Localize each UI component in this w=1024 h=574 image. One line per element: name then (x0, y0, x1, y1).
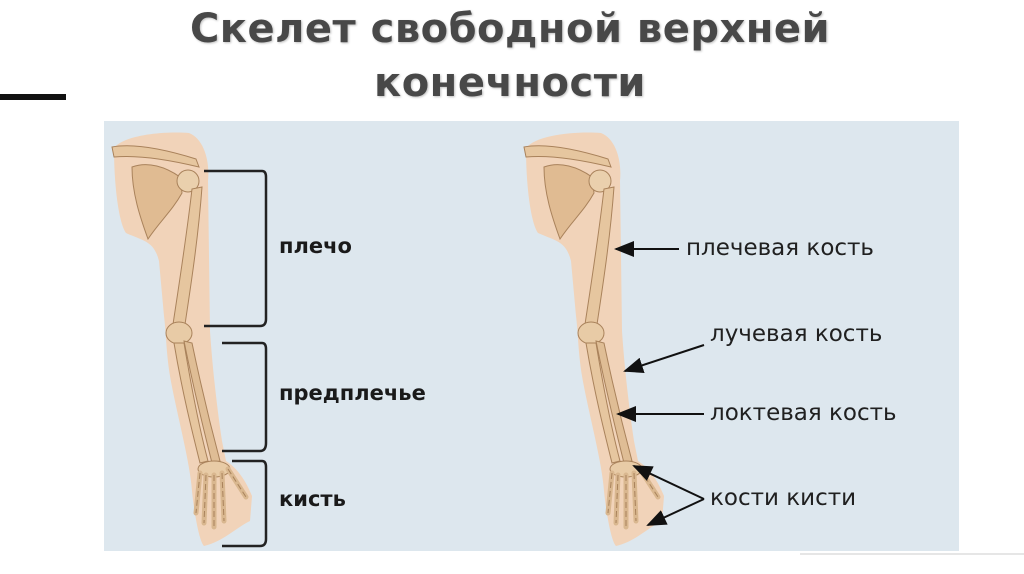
label-hand-bones: кости кисти (710, 485, 857, 511)
arrow-radius (623, 344, 705, 373)
arrow-hand-lower (646, 498, 705, 526)
right-arm-illustration (524, 133, 664, 546)
left-arm-illustration (112, 133, 252, 546)
slide-title: Скелет свободной верхней конечности (150, 0, 870, 110)
title-line-2: конечности (374, 60, 646, 106)
label-ulna: локтевая кость (710, 400, 897, 426)
label-humerus: плечевая кость (686, 235, 874, 261)
label-radius: лучевая кость (710, 321, 883, 347)
label-forearm: предплечье (279, 381, 426, 405)
bracket-shoulder (204, 169, 268, 328)
accent-bar (0, 94, 66, 100)
arm-skeleton-illustration (104, 121, 705, 551)
label-shoulder: плечо (279, 234, 352, 258)
label-hand: кисть (279, 487, 346, 511)
figure-panel: плечо предплечье кисть плечевая кость лу… (104, 121, 959, 551)
bracket-hand (222, 459, 268, 548)
bracket-forearm (222, 341, 268, 453)
title-line-1: Скелет свободной верхней (189, 6, 831, 52)
arrow-hand-upper (632, 465, 705, 500)
footer-divider (800, 553, 1024, 555)
